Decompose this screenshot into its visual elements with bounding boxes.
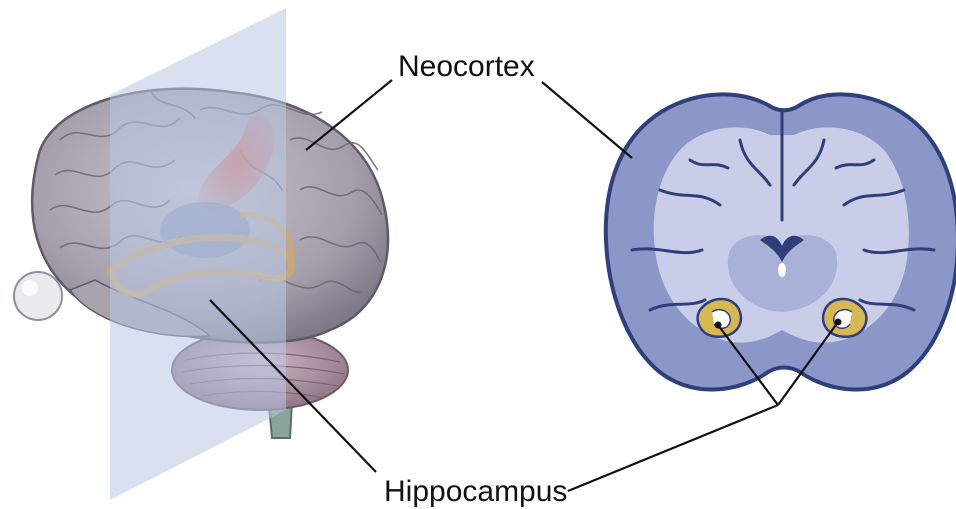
coronal-plane [110, 8, 286, 500]
neocortex-leader-left [306, 80, 392, 150]
coronal-section [606, 94, 956, 389]
eye-globe [14, 272, 62, 320]
neocortex-leader-right [542, 82, 632, 158]
neocortex-label: Neocortex [398, 52, 535, 82]
leader-dot-right [835, 319, 842, 326]
hippocampus-right-section [823, 299, 866, 337]
hippocampus-leader-section [568, 405, 778, 491]
hippocampus-label: Hippocampus [384, 477, 567, 507]
hippocampus-left-section [698, 299, 741, 337]
leader-dot-left [715, 322, 722, 329]
